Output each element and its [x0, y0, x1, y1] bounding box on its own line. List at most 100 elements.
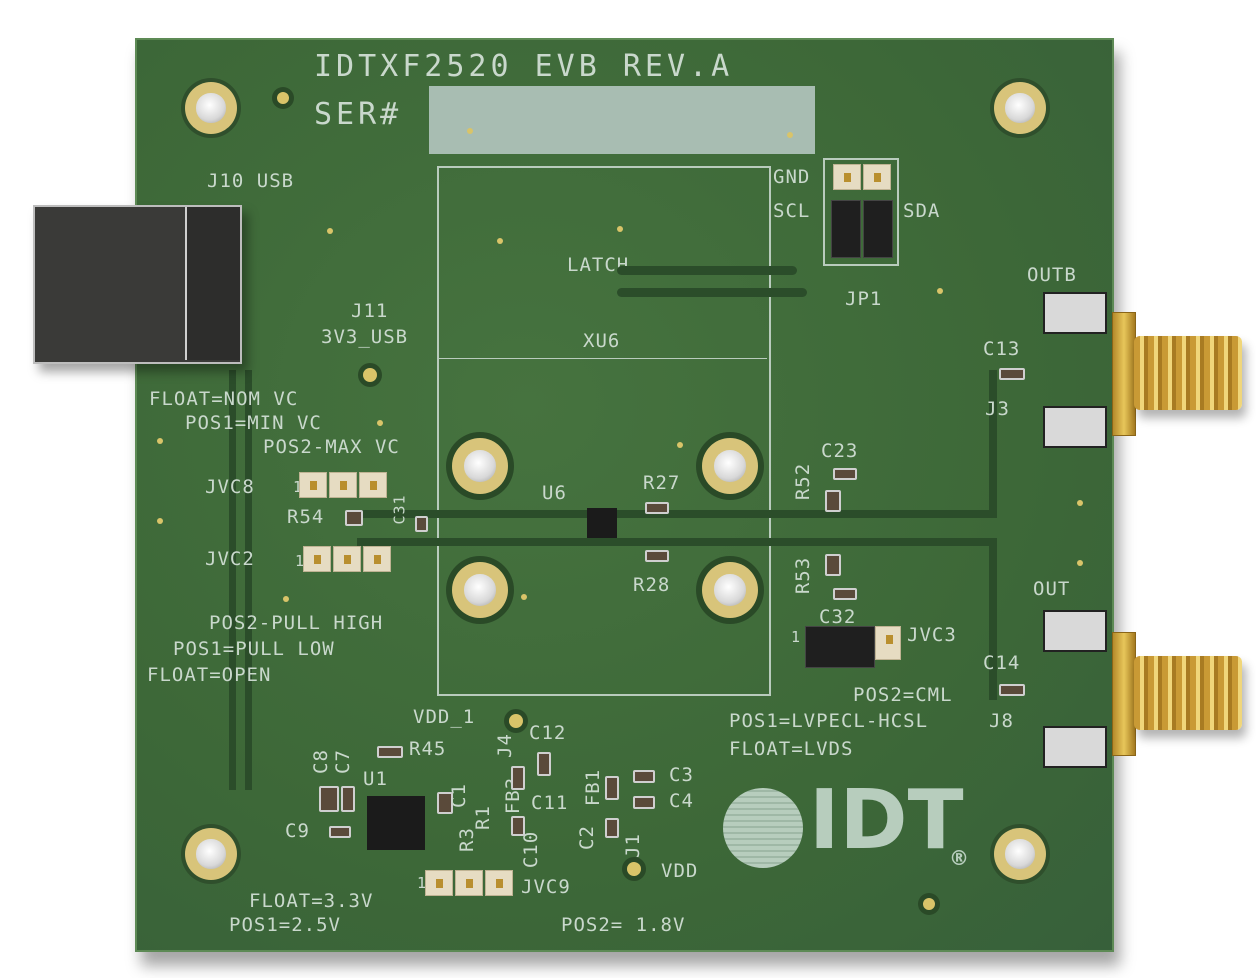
jvc3-pos2-label: POS2=CML — [853, 684, 953, 706]
via — [521, 594, 527, 600]
jp1-ref: JP1 — [845, 288, 883, 310]
jvc2-pos2-label: POS2-PULL HIGH — [209, 612, 384, 634]
sma-connector-out-thread[interactable] — [1134, 656, 1242, 730]
jvc3-jumper[interactable] — [805, 626, 875, 668]
latch-label: LATCH — [567, 254, 630, 276]
c32-ref: C32 — [819, 606, 857, 628]
j8-pad-bottom — [1043, 726, 1107, 768]
via — [283, 596, 289, 602]
outb-label: OUTB — [1027, 264, 1077, 286]
r27-ref: R27 — [643, 472, 681, 494]
fb1-ref: FB1 — [582, 768, 605, 807]
j3-pad-bottom — [1043, 406, 1107, 448]
socket-outline-xu6 — [437, 166, 771, 696]
jvc9-ref: JVC9 — [521, 876, 571, 898]
sma-connector-outb-thread[interactable] — [1134, 336, 1242, 410]
jp1-scl-label: SCL — [773, 200, 811, 222]
via — [327, 228, 333, 234]
jp1-jumper-scl[interactable] — [831, 200, 861, 258]
vdd-testpoint — [627, 862, 641, 876]
j11-testpoint — [363, 368, 377, 382]
jvc3-ref: JVC3 — [907, 624, 957, 646]
r27-component — [645, 502, 669, 514]
r52-ref: R52 — [792, 462, 815, 501]
c1-component — [437, 792, 453, 814]
r53-component — [825, 554, 841, 576]
out-trace-vertical — [989, 540, 997, 700]
jvc8-pin — [299, 472, 327, 498]
jvc2-pin — [363, 546, 391, 572]
vdd1-label: VDD_1 — [413, 706, 476, 728]
u6-ref: U6 — [542, 482, 567, 504]
fb1-component — [605, 776, 619, 800]
j11-ref: J11 — [351, 300, 389, 322]
jp1-jumper-sda[interactable] — [863, 200, 893, 258]
j11-net: 3V3_USB — [321, 326, 409, 348]
r28-ref: R28 — [633, 574, 671, 596]
jvc3-pin — [875, 626, 901, 660]
c4-ref: C4 — [669, 790, 694, 812]
mounting-hole-top-right — [994, 82, 1046, 134]
c12-component — [537, 752, 551, 776]
r52-component — [825, 490, 841, 512]
usb-connector-j10[interactable] — [33, 205, 242, 364]
c8-component — [319, 786, 339, 812]
socket-divider — [437, 358, 767, 359]
sma-connector-outb-body — [1112, 312, 1136, 436]
jvc8-header[interactable] — [299, 472, 389, 498]
c2-ref: C2 — [575, 825, 598, 850]
u1-chip — [367, 796, 425, 850]
via — [937, 288, 943, 294]
socket-hole-2 — [702, 438, 758, 494]
c4-component — [633, 796, 655, 809]
jvc8-pin — [329, 472, 357, 498]
via — [617, 226, 623, 232]
jvc2-header[interactable] — [303, 546, 393, 572]
jvc8-float-label: FLOAT=NOM VC — [149, 388, 299, 410]
r53-ref: R53 — [792, 556, 815, 595]
mounting-hole-bottom-left — [185, 828, 237, 880]
c13-ref: C13 — [983, 338, 1021, 360]
jvc2-pin1: 1 — [295, 552, 306, 570]
c23-component — [833, 468, 857, 480]
latch-trace-2 — [617, 288, 807, 297]
j4-ref: J4 — [493, 733, 516, 758]
socket-hole-4 — [702, 562, 758, 618]
c11-ref: C11 — [531, 792, 569, 814]
j1-ref: J1 — [621, 833, 644, 858]
jvc8-pin — [359, 472, 387, 498]
latch-trace-1 — [617, 266, 797, 275]
usb-trace-1 — [229, 370, 236, 790]
jvc9-header[interactable] — [425, 870, 515, 896]
usb-connector-shell — [185, 207, 240, 360]
jvc2-pin — [303, 546, 331, 572]
c32-component — [833, 588, 857, 600]
r54-component — [345, 510, 363, 526]
diff-trace-bottom — [357, 538, 997, 546]
jp1-sda-label: SDA — [903, 200, 941, 222]
idt-logo-registered: ® — [949, 846, 969, 870]
c3-component — [633, 770, 655, 783]
c7-ref: C7 — [331, 749, 354, 774]
jp1-pin — [833, 164, 861, 190]
c12-ref: C12 — [529, 722, 567, 744]
jvc8-ref: JVC8 — [205, 476, 255, 498]
c9-ref: C9 — [285, 820, 310, 842]
via — [377, 420, 383, 426]
socket-hole-1 — [452, 438, 508, 494]
jp1-header — [833, 164, 893, 190]
fiducial-top — [277, 92, 289, 104]
c31-ref: C31 — [390, 494, 409, 525]
j3-ref: J3 — [985, 398, 1010, 420]
c14-ref: C14 — [983, 652, 1021, 674]
c3-ref: C3 — [669, 764, 694, 786]
jvc3-pos1-label: POS1=LVPECL-HCSL — [729, 710, 929, 732]
c31-component — [415, 516, 428, 532]
c10-component — [511, 816, 525, 836]
fiducial-bottom — [923, 898, 935, 910]
c2-component — [605, 818, 619, 838]
usb-trace-2 — [245, 370, 252, 790]
jvc2-pin — [333, 546, 361, 572]
jvc9-float-label: FLOAT=3.3V — [249, 890, 374, 912]
